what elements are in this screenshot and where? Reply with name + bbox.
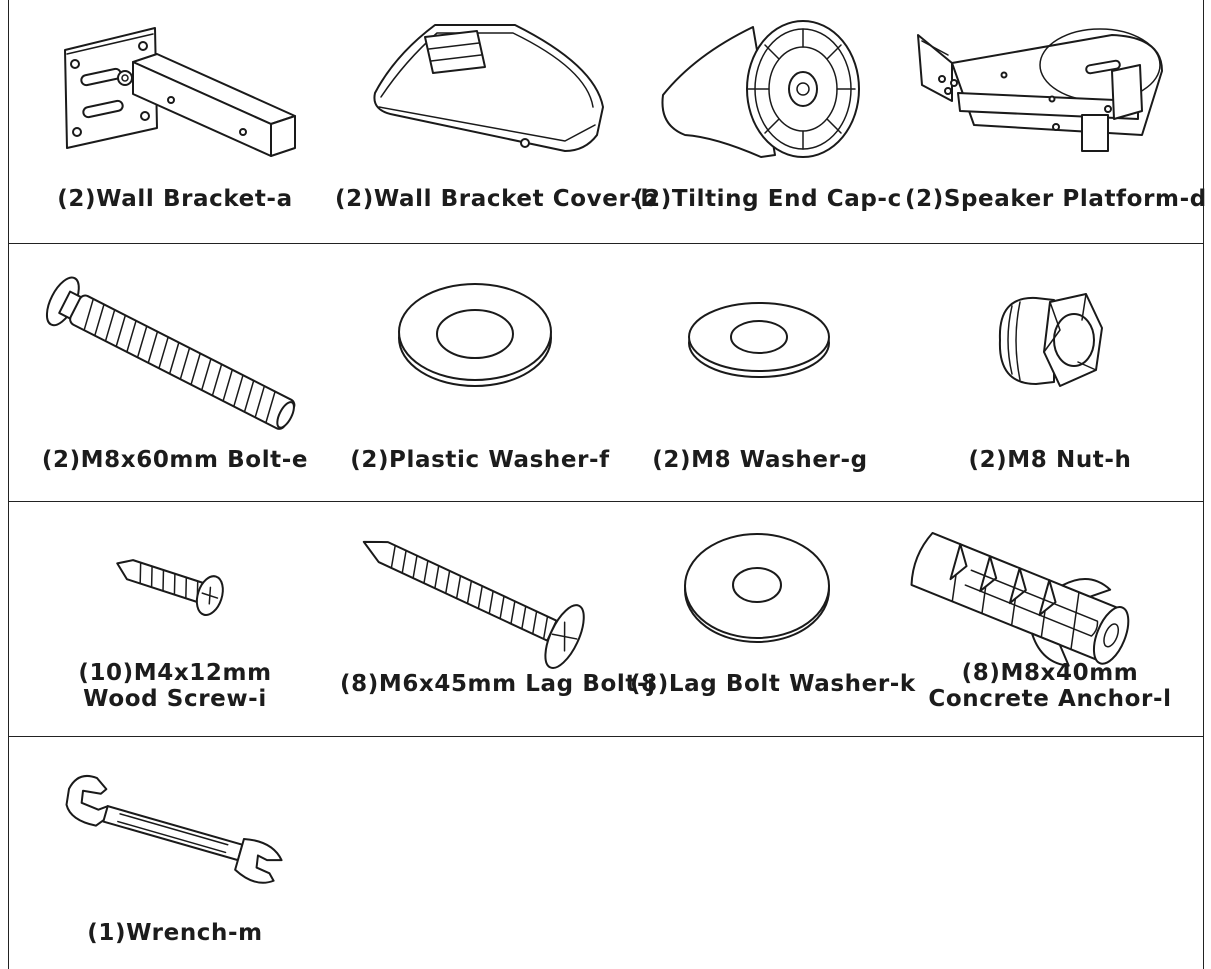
part-label: (2)Speaker Platform-d (905, 186, 1207, 212)
washer-icon (688, 302, 830, 378)
part-label: (2)M8 Nut-h (968, 447, 1132, 473)
part-label: (2)M8 Washer-g (652, 447, 868, 473)
part-label: (2)Plastic Washer-f (350, 447, 610, 473)
part-label: (2)Wall Bracket-a (57, 186, 293, 212)
part-label-line2: Concrete Anchor-l (928, 686, 1172, 712)
plastic-washer-icon (398, 283, 552, 387)
part-label-line1: (8)M8x40mm (961, 660, 1139, 686)
row-divider (8, 501, 1204, 502)
row-divider (8, 736, 1204, 737)
wood-screw-icon (116, 559, 224, 616)
wall-bracket-cover-icon (373, 24, 604, 152)
part-label-line1: (10)M4x12mm (78, 660, 272, 686)
parts-list-sheet (8, 0, 1204, 969)
concrete-anchor-icon (910, 531, 1130, 667)
part-label-line2: Wood Screw-i (83, 686, 267, 712)
part-label: (8)M6x45mm Lag Bolt-j (340, 671, 656, 697)
part-label: (1)Wrench-m (87, 920, 263, 946)
wrench-icon (65, 774, 283, 884)
cap-nut-icon (998, 293, 1103, 387)
part-label: (8)Lag Bolt Washer-k (630, 671, 916, 697)
part-label: (2)M8x60mm Bolt-e (41, 447, 309, 473)
part-label: (2)Wall Bracket Cover-b (335, 186, 658, 212)
tilting-end-cap-icon (661, 20, 860, 158)
part-label: (2)Tilting End Cap-c (633, 186, 902, 212)
bolt-icon (45, 276, 296, 430)
lag-bolt-icon (362, 540, 585, 669)
lag-bolt-washer-icon (684, 533, 830, 643)
speaker-platform-icon (917, 28, 1163, 152)
wall-bracket-icon (64, 27, 296, 157)
row-divider (8, 243, 1204, 244)
